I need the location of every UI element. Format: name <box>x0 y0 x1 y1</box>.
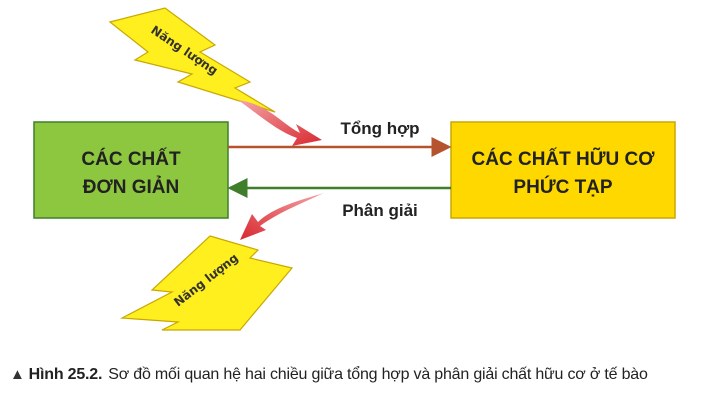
complex-box-line1: CÁC CHẤT HỮU CƠ <box>472 148 656 170</box>
simple-substances-box: CÁC CHẤT ĐƠN GIẢN <box>33 121 229 219</box>
lightning-icon-bottom <box>119 235 294 331</box>
simple-box-line1: CÁC CHẤT <box>81 148 181 170</box>
figure-caption: ▲Hình 25.2. Sơ đồ mối quan hệ hai chiều g… <box>10 366 722 384</box>
energy-bolt-bottom: Năng lượng <box>119 235 294 331</box>
synthesis-label: Tổng hợp <box>340 119 419 138</box>
energy-arrow-bottom <box>240 193 324 240</box>
complex-box-line2: PHỨC TẠP <box>513 176 612 198</box>
decomposition-label: Phân giải <box>342 201 418 220</box>
energy-arrow-top <box>238 100 322 146</box>
complex-organic-box: CÁC CHẤT HỮU CƠ PHỨC TẠP <box>450 121 676 219</box>
lightning-icon-top <box>108 7 276 113</box>
simple-box-line2: ĐƠN GIẢN <box>83 176 179 198</box>
energy-bolt-top: Năng lượng <box>108 7 276 113</box>
triangle-icon: ▲ <box>10 366 25 383</box>
figure-number: Hình 25.2. <box>28 366 103 383</box>
caption-text: Sơ đồ mối quan hệ hai chiều giữa tổng hợ… <box>108 366 648 383</box>
